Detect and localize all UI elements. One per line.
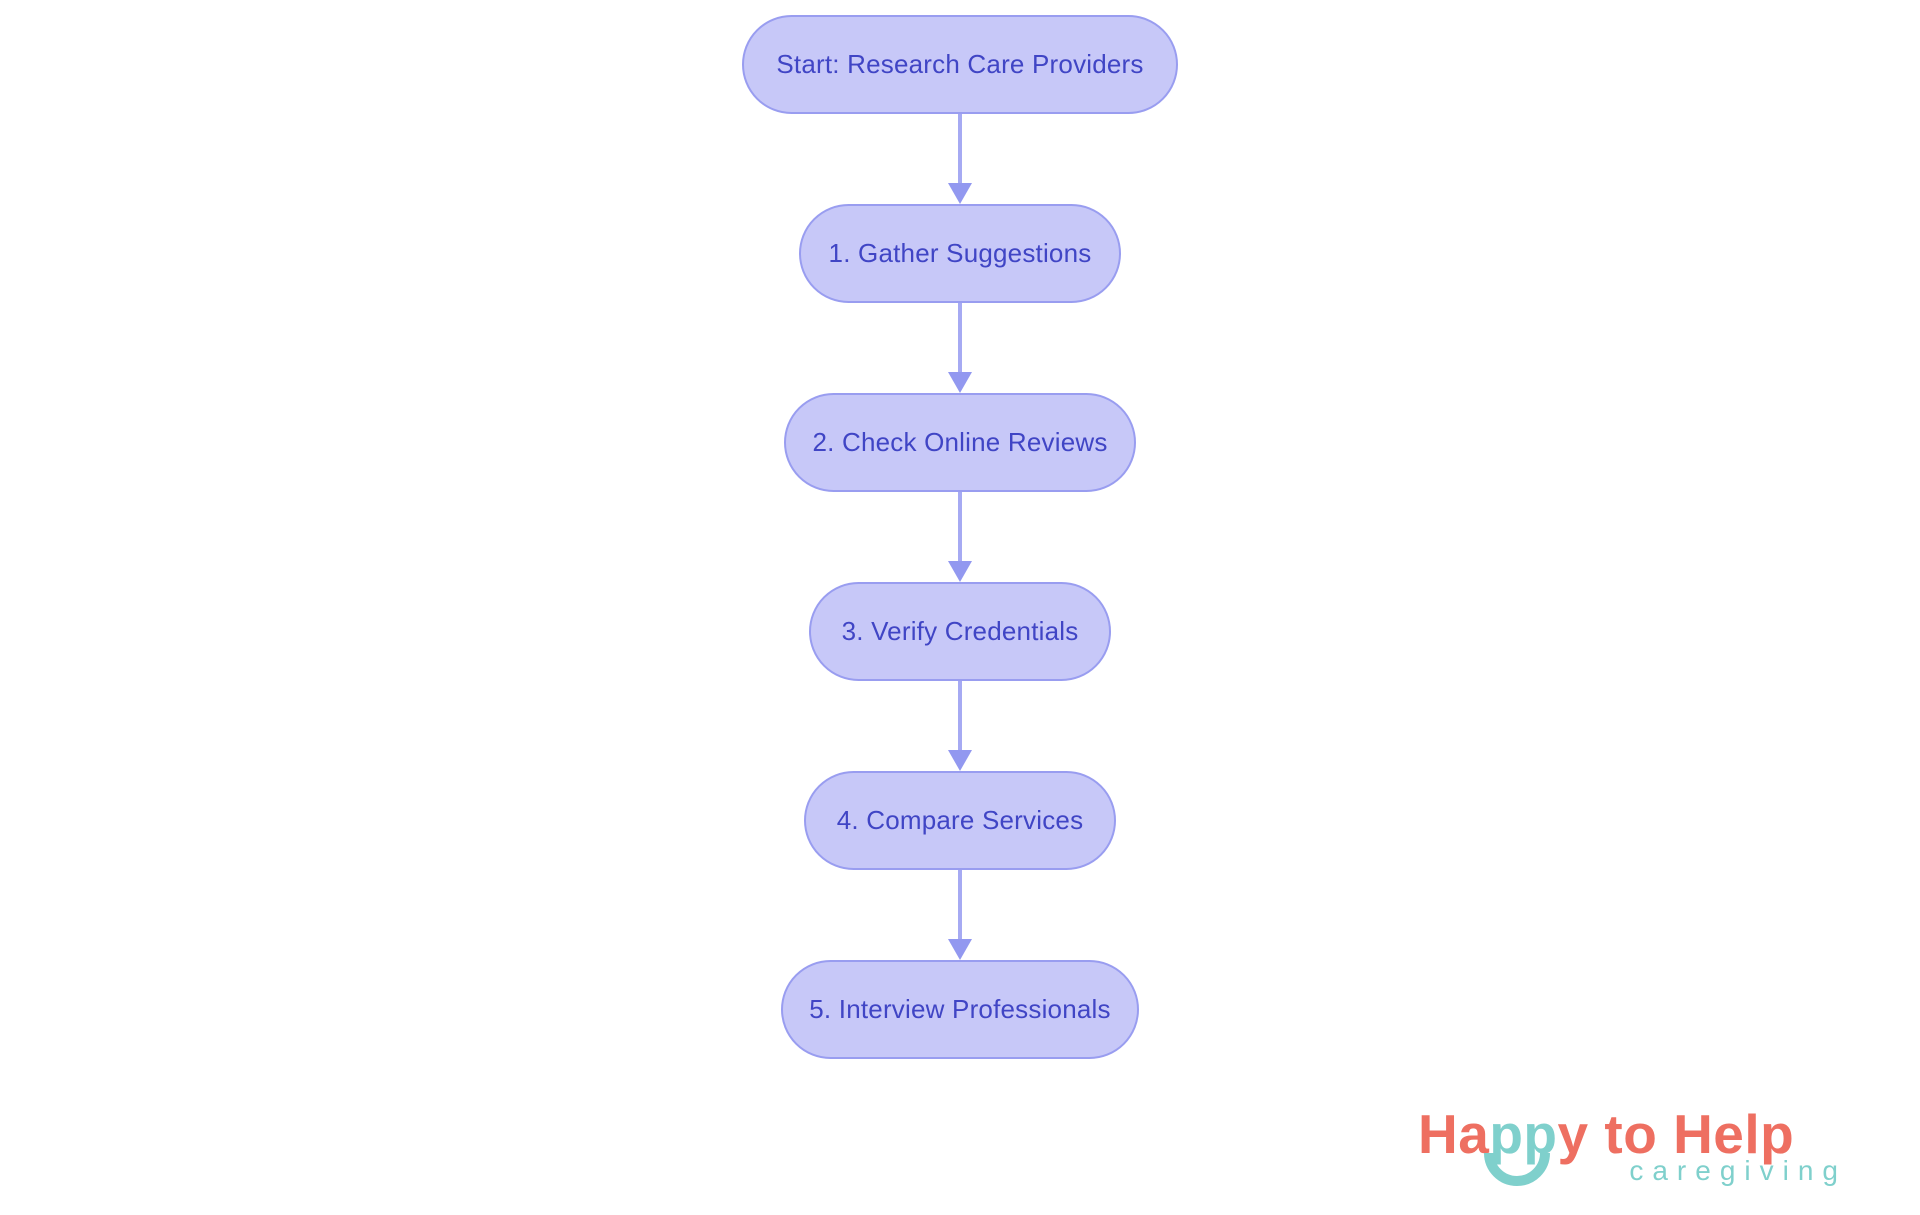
arrow-head-icon [948,183,972,204]
flowchart: Start: Research Care Providers 1. Gather… [742,15,1178,1059]
flow-node-step-2: 2. Check Online Reviews [784,393,1136,492]
brand-text-pp: pp [1484,1104,1557,1186]
arrow-shaft [958,681,962,751]
arrow-shaft [958,492,962,562]
flow-arrow-4 [947,681,973,771]
brand-logo: Happ y to Help caregiving [1418,1104,1893,1187]
flow-arrow-3 [947,492,973,582]
flow-node-step-4: 4. Compare Services [804,771,1116,870]
arrow-shaft [958,870,962,940]
brand-text-part3: y to Help [1557,1103,1795,1165]
arrow-head-icon [948,372,972,393]
flow-node-step-1: 1. Gather Suggestions [799,204,1121,303]
brand-wordmark: Happ y to Help [1418,1103,1893,1186]
brand-text-part1: Ha [1418,1103,1490,1165]
arrow-shaft [958,114,962,184]
arrow-shaft [958,303,962,373]
brand-tagline: caregiving [1629,1154,1847,1186]
arrow-head-icon [948,939,972,960]
flow-arrow-1 [947,114,973,204]
arrow-head-icon [948,561,972,582]
flow-node-step-3: 3. Verify Credentials [809,582,1111,681]
flow-node-step-5: 5. Interview Professionals [781,960,1139,1059]
flow-node-start: Start: Research Care Providers [742,15,1178,114]
smile-icon [1484,1152,1551,1186]
flow-arrow-2 [947,303,973,393]
flow-arrow-5 [947,870,973,960]
arrow-head-icon [948,750,972,771]
